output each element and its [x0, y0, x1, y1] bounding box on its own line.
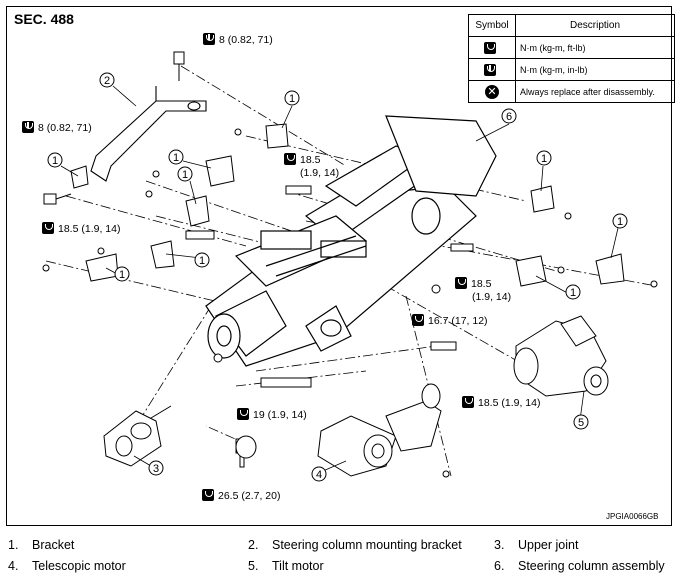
- torque-spec: 18.5: [284, 153, 320, 166]
- replace-x-icon: ✕: [485, 84, 499, 99]
- drawing-code: JPGIA0066GB: [606, 512, 659, 521]
- part-item: 2.Steering column mounting bracket: [248, 538, 462, 552]
- legend-description: N·m (kg-m, in-lb): [515, 58, 675, 81]
- torque-wrench-icon: [284, 153, 296, 165]
- torque-spec: 18.5 (1.9, 14): [462, 396, 540, 409]
- part-item: 6.Steering column assembly: [494, 559, 665, 573]
- callout-1: 1: [173, 152, 179, 164]
- symbol-legend: Symbol Description N·m (kg-m, ft-lb) N·m…: [468, 14, 675, 103]
- callout-4: 4: [316, 469, 322, 481]
- torque-spec-detail: (1.9, 14): [300, 167, 340, 179]
- torque-spec-detail: (1.9, 14): [472, 291, 512, 303]
- torque-wrench-icon: [237, 408, 249, 420]
- part-item: 3.Upper joint: [494, 538, 579, 552]
- torque-wrench-small-icon: [203, 33, 215, 45]
- small-bracket-drawings: [70, 123, 625, 287]
- torque-spec: 8 (0.82, 71): [22, 121, 92, 134]
- legend-header-symbol: Symbol: [468, 14, 516, 37]
- legend-description: Always replace after disassembly.: [515, 80, 675, 103]
- callout-2: 2: [104, 75, 110, 87]
- tilt-motor-drawing: [513, 315, 609, 397]
- torque-wrench-icon: [462, 396, 474, 408]
- callout-1: 1: [119, 269, 125, 281]
- part-item: 1.Bracket: [8, 538, 75, 552]
- torque-spec: 19 (1.9, 14): [237, 408, 307, 421]
- torque-spec: 8 (0.82, 71): [203, 33, 273, 46]
- telescopic-motor-drawing: [317, 383, 442, 477]
- upper-joint-drawing: [103, 405, 172, 467]
- callout-circles: [47, 72, 628, 482]
- callout-1: 1: [52, 155, 58, 167]
- torque-wrench-small-icon: [22, 121, 34, 133]
- diagram-frame: [6, 6, 672, 526]
- callout-1: 1: [570, 287, 576, 299]
- part-item: 5.Tilt motor: [248, 559, 324, 573]
- legend-description: N·m (kg-m, ft-lb): [515, 36, 675, 59]
- torque-wrench-icon: [455, 277, 467, 289]
- torque-spec: 18.5 (1.9, 14): [42, 222, 120, 235]
- part-item: 4.Telescopic motor: [8, 559, 126, 573]
- torque-wrench-icon: [484, 41, 496, 54]
- torque-wrench-icon: [42, 222, 54, 234]
- callout-1: 1: [182, 169, 188, 181]
- torque-wrench-icon: [412, 314, 424, 326]
- mounting-bracket-drawing: [90, 86, 207, 182]
- torque-wrench-icon: [202, 489, 214, 501]
- section-label: SEC. 488: [14, 11, 74, 27]
- callout-5: 5: [578, 417, 584, 429]
- bolt-drawings: [42, 51, 658, 478]
- callout-6: 6: [506, 111, 512, 123]
- callout-1: 1: [199, 255, 205, 267]
- steering-column-body: [205, 115, 497, 367]
- exploded-view-drawing: 2 1 1 1 1 1 1 1 1 1 6 3 4 5: [42, 51, 658, 482]
- legend-header-description: Description: [515, 14, 675, 37]
- callout-3: 3: [153, 463, 159, 475]
- torque-spec: 16.7 (17, 12): [412, 314, 488, 327]
- callout-numbers: 2 1 1 1 1 1 1 1 1 1 6 3 4 5: [52, 75, 623, 481]
- callout-1: 1: [289, 93, 295, 105]
- callout-1: 1: [541, 153, 547, 165]
- torque-spec: 26.5 (2.7, 20): [202, 489, 280, 502]
- torque-wrench-small-icon: [484, 63, 496, 76]
- callout-1: 1: [617, 216, 623, 228]
- torque-spec: 18.5: [455, 277, 491, 290]
